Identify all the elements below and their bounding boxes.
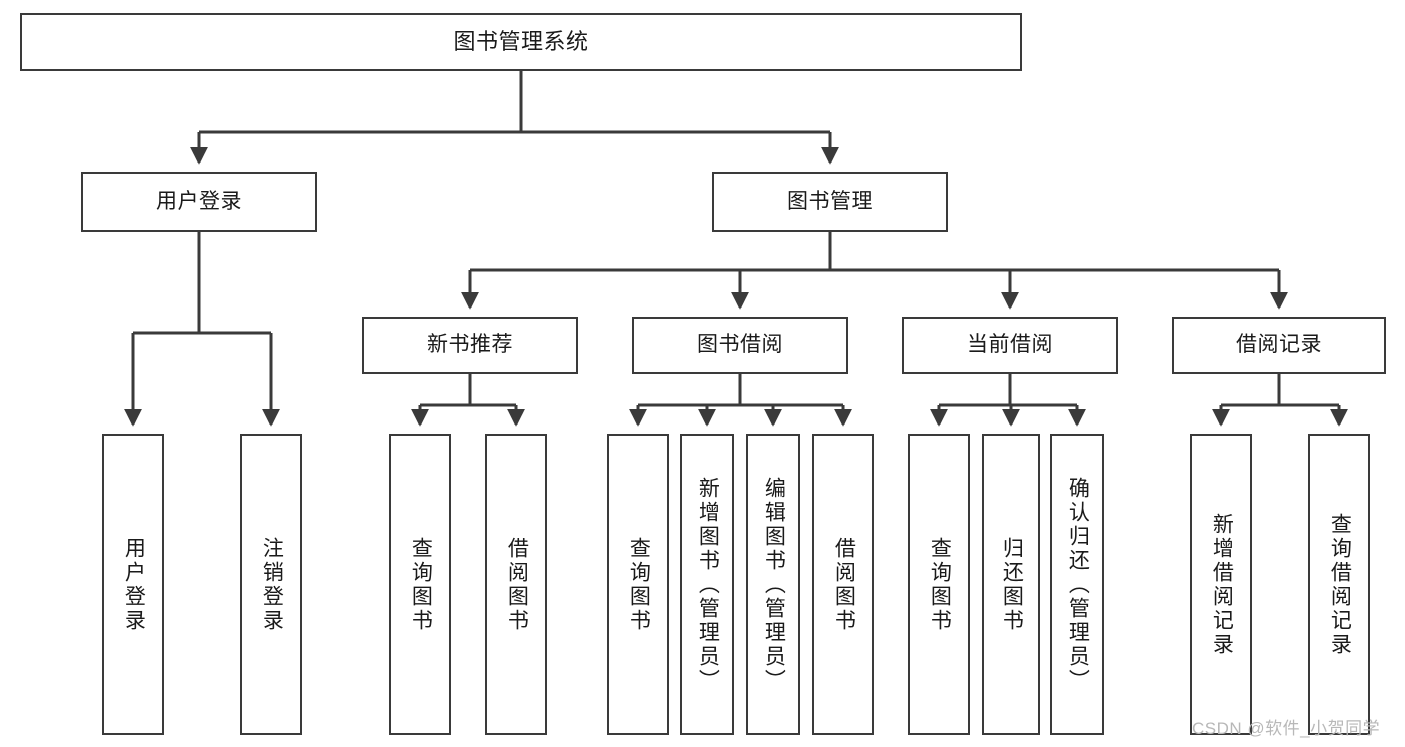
node-leaf-logout-label: 注销登录 [260,536,284,633]
node-borrow-record-label: 借阅记录 [1236,333,1322,357]
node-book-borrow-label: 图书借阅 [697,333,783,357]
node-leaf-user-login[interactable]: 用户登录 [102,434,164,735]
node-leaf-query-book-borrow-label: 查询图书 [627,536,651,633]
node-leaf-add-record-label: 新增借阅记录 [1210,512,1234,657]
node-current-borrow-label: 当前借阅 [967,333,1053,357]
csdn-watermark: CSDN @软件_小贺同学 [1192,719,1381,738]
node-root-label: 图书管理系统 [453,28,589,54]
node-leaf-user-login-label: 用户登录 [122,536,146,633]
node-leaf-borrow-book[interactable]: 借阅图书 [812,434,874,735]
node-leaf-query-record-label: 查询借阅记录 [1328,512,1352,657]
node-book-manage-label: 图书管理 [787,189,873,213]
node-new-book-rec[interactable]: 新书推荐 [362,317,578,374]
node-leaf-return-book[interactable]: 归还图书 [982,434,1040,735]
node-leaf-borrow-book-rec-label: 借阅图书 [505,536,529,633]
node-borrow-record[interactable]: 借阅记录 [1172,317,1386,374]
node-leaf-query-book-cur-label: 查询图书 [928,536,952,633]
node-leaf-edit-book-label: 编辑图书（管理员） [762,476,786,693]
node-leaf-query-book-rec-label: 查询图书 [409,536,433,633]
node-user-login[interactable]: 用户登录 [81,172,317,232]
node-leaf-borrow-book-rec[interactable]: 借阅图书 [485,434,547,735]
node-user-login-label: 用户登录 [156,189,242,213]
node-new-book-rec-label: 新书推荐 [427,333,513,357]
node-book-manage[interactable]: 图书管理 [712,172,948,232]
node-leaf-confirm-return[interactable]: 确认归还（管理员） [1050,434,1104,735]
node-leaf-confirm-return-label: 确认归还（管理员） [1066,476,1090,693]
node-leaf-add-record[interactable]: 新增借阅记录 [1190,434,1252,735]
node-leaf-edit-book[interactable]: 编辑图书（管理员） [746,434,800,735]
node-book-borrow[interactable]: 图书借阅 [632,317,848,374]
node-current-borrow[interactable]: 当前借阅 [902,317,1118,374]
node-leaf-logout[interactable]: 注销登录 [240,434,302,735]
node-root-system[interactable]: 图书管理系统 [20,13,1022,71]
node-leaf-query-book-rec[interactable]: 查询图书 [389,434,451,735]
node-leaf-add-book-label: 新增图书（管理员） [696,476,720,693]
node-leaf-return-book-label: 归还图书 [1000,536,1024,633]
node-leaf-borrow-book-label: 借阅图书 [832,536,856,633]
node-leaf-add-book[interactable]: 新增图书（管理员） [680,434,734,735]
node-leaf-query-book-borrow[interactable]: 查询图书 [607,434,669,735]
node-leaf-query-record[interactable]: 查询借阅记录 [1308,434,1370,735]
node-leaf-query-book-cur[interactable]: 查询图书 [908,434,970,735]
